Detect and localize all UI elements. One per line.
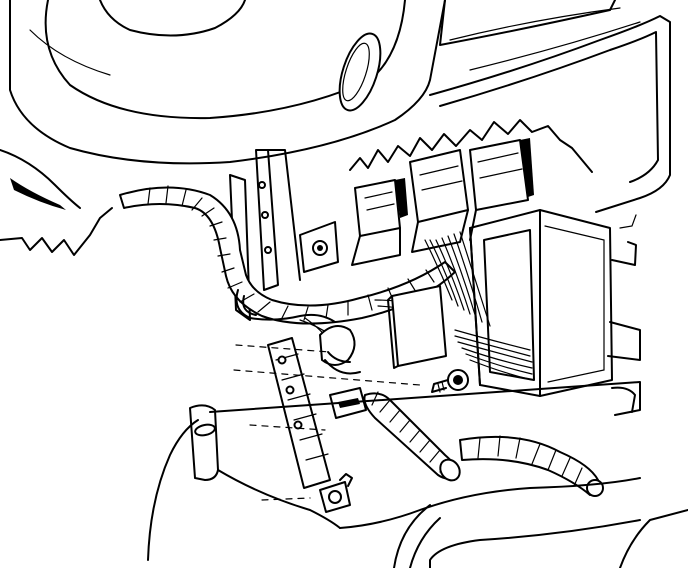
knee-bolster <box>0 149 113 256</box>
bracket-screw-upper <box>299 221 339 273</box>
indicator-lens <box>338 32 382 112</box>
dash-pad <box>9 0 446 165</box>
loose-screw <box>431 369 469 393</box>
harness-conduit-lower <box>363 391 604 497</box>
floor-bolt <box>319 473 353 513</box>
instrument-panel-frame <box>429 0 671 213</box>
break-line-right <box>349 119 593 173</box>
connector-sockets <box>351 138 534 266</box>
alignment-lines <box>233 344 421 501</box>
module-housing <box>469 209 641 397</box>
relay-block <box>387 285 447 369</box>
mounting-bracket-center <box>267 337 331 489</box>
floor-console <box>147 381 688 568</box>
